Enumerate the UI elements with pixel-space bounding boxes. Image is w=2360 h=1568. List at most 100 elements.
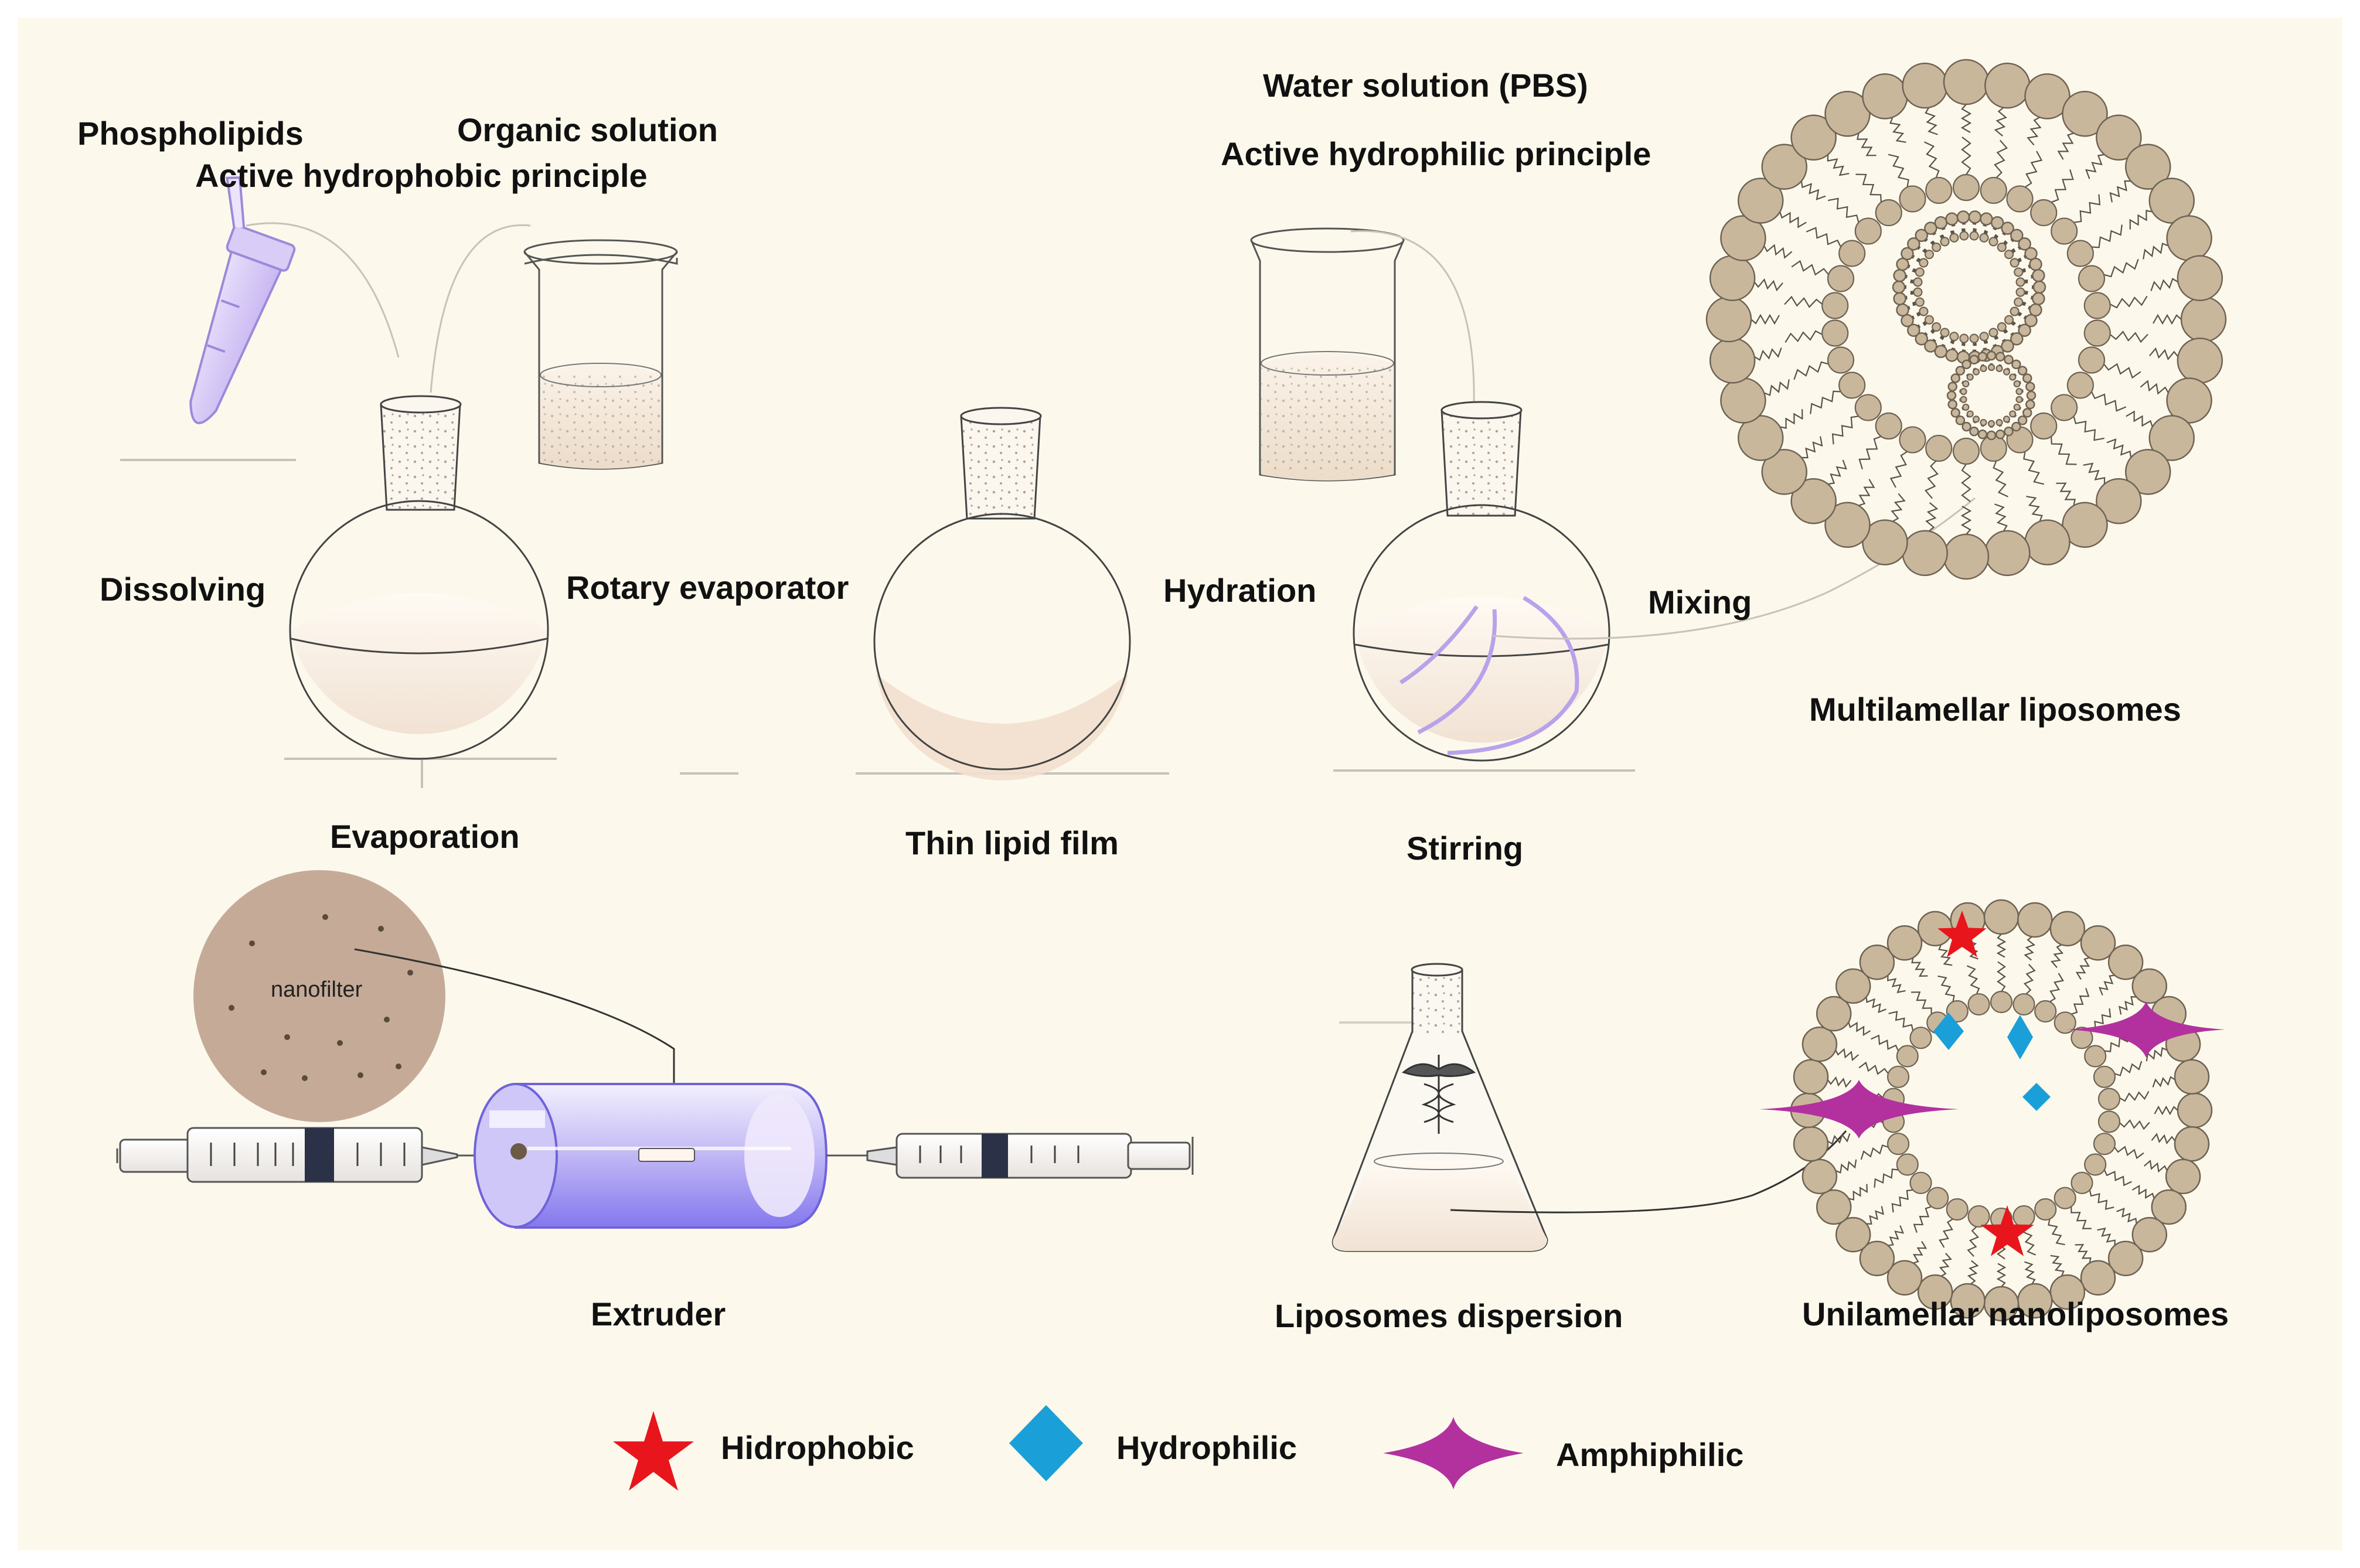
label-mixing: Mixing [1648,584,1752,621]
label-stirring: Stirring [1407,830,1524,867]
lipid-head-outer [1816,996,1852,1032]
lipid-tail [1939,234,1945,239]
lipid-tail [1967,1260,1979,1285]
lipid-head-outer [1980,212,1993,226]
label-active-hydrophilic: Active hydrophilic principle [1221,135,1651,172]
lipid-head-inner [1979,332,1989,342]
lipid-head-inner [2015,277,2025,287]
lipid-head-inner [1980,176,2007,204]
nanofilter-disc [193,870,445,1122]
eppendorf-tube [120,176,296,461]
lipid-head-inner [1962,403,1970,411]
lipid-head-inner [1821,292,1849,319]
lipid-head-inner [2093,1133,2116,1155]
lipid-head-outer [2107,1240,2144,1277]
caduceus-icon [1401,1055,1476,1134]
lipid-head-inner [1838,240,1866,267]
lipid-tail [2153,313,2182,325]
lipid-head-outer [2004,354,2014,364]
lipid-head-inner [2030,412,2058,440]
lipid-tail [2151,1133,2176,1145]
lipid-head-outer [2029,257,2042,271]
lipid-head-inner [1946,1198,1969,1221]
lipid-head-outer [2017,366,2028,376]
lipid-head-inner [2012,993,2035,1016]
lipid-tail [1887,975,1906,993]
lipid-tail [2021,268,2026,273]
lipid-tail [1891,493,1906,522]
label-dissolving: Dissolving [100,571,266,608]
syringe-right [826,1133,1194,1179]
lipid-head-outer [1790,478,1837,524]
lipid-head-outer [2080,925,2116,961]
lipid-head-inner [1926,1187,1949,1209]
lipid-tail [1961,342,1966,346]
lipid-tail [2143,243,2169,260]
lipid-tail [1960,104,1972,133]
lipid-head-outer [1902,530,1948,577]
lipid-head-outer [1886,925,1923,961]
lipid-tail [2048,1219,2065,1246]
lipid-tail [1983,339,1988,344]
lipid-tail [2023,964,2036,995]
lipid-head-inner [1990,990,2013,1014]
lipid-head-inner [1932,242,1942,253]
label-extruder: Extruder [591,1296,726,1332]
lipid-tail [1961,137,1971,175]
lipid-head-inner [2009,373,2017,381]
lipid-tail [2023,451,2045,485]
lipid-tail [2119,996,2137,1015]
lipid-head-inner [1899,185,1926,213]
lipid-tail [1827,154,1850,176]
lipid-head-inner [1997,242,2007,253]
lipid-head-outer [1946,390,1957,401]
lipid-head-inner [2013,403,2021,411]
lipid-head-outer [1956,210,1970,224]
lipid-head-outer [1720,377,1766,424]
lipid-tail [1791,260,1829,276]
lipid-head-outer [1943,533,1990,580]
lipid-head-inner [1909,1027,1932,1049]
lipid-tail [1827,197,1860,223]
lipid-head-inner [2084,1153,2107,1176]
lipid-head-inner [1967,993,1990,1016]
lipid-tail [1912,1240,1927,1264]
lipid-tail [1924,141,1940,178]
lipid-tail [2011,248,2016,254]
lipid-head-inner [2015,388,2023,396]
lipid-tail [1994,503,2008,531]
lipid-head-outer [2062,91,2108,137]
lipid-tail [1874,1168,1899,1188]
lipid-tail [1922,248,1927,253]
lipid-tail [2050,1255,2065,1277]
lipid-tail [2024,1261,2036,1285]
lipid-head-inner [1980,418,1987,427]
hydrophobic-star-icon [1937,911,1987,957]
lipid-head-outer [2124,144,2171,190]
unilamellar-liposome [1759,899,2225,1322]
lipid-head-inner [2003,368,2011,376]
lipid-tail [1993,461,2008,497]
lipid-head-outer [1950,373,1960,383]
round-flask-dissolving [284,395,557,788]
lipid-tail [1793,361,1829,380]
lipid-tail [1910,279,1915,284]
lipid-head-inner [1972,368,1980,376]
lipid-head-outer [1835,1216,1871,1253]
lipid-tail [1860,1144,1889,1160]
lipid-head-outer [2024,519,2070,565]
lipid-tail [1754,347,1782,361]
lipid-head-inner [2097,1110,2121,1133]
lipid-head-inner [2083,319,2111,347]
lipid-head-outer [2174,1126,2210,1162]
lipid-head-inner [1995,364,2003,373]
lipid-head-inner [2070,1027,2093,1049]
lipid-head-outer [1995,430,2005,439]
lipid-head-outer [1950,408,1960,418]
hydrophobic-star-icon [1980,1205,2034,1256]
lipid-tail [1993,335,1999,340]
legend-label-hydrophilic: Hydrophilic [1116,1429,1298,1466]
lipid-tail [1938,944,1953,966]
lipid-head-outer [1917,1274,1953,1310]
lipid-tail [2011,321,2016,326]
